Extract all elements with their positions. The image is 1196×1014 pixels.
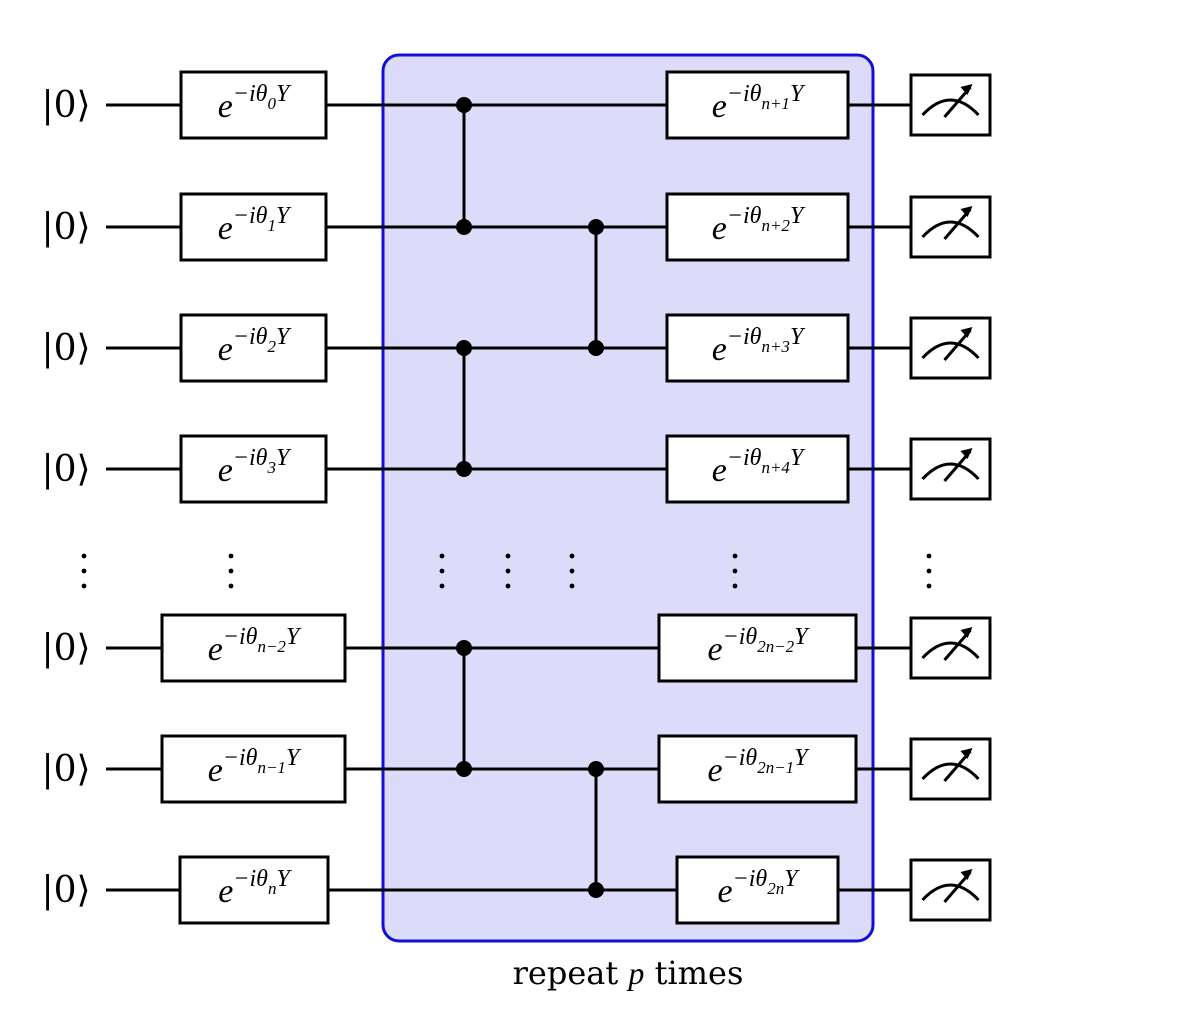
rotation-gate-label: e−iθn−1Y: [208, 745, 302, 789]
layer-rotation-gate-label: e−iθn+1Y: [712, 81, 806, 125]
rotation-gates: |0⟩ e−iθ0Y e−iθn+1Y |0⟩ e−iθ1Y e−iθn+2Y |0⟩ e−i…: [41, 70, 858, 925]
vertical-ellipsis: [926, 553, 932, 589]
control-dot: [588, 761, 604, 777]
control-dot: [588, 219, 604, 235]
layer-rotation-gate: [675, 855, 840, 925]
meter-icon: [909, 737, 992, 801]
rotation-gate: [179, 192, 328, 262]
rotation-gate: [179, 70, 328, 140]
meter-icon: [909, 437, 992, 501]
rotation-gate-label: e−iθ1Y: [218, 203, 292, 247]
vertical-ellipsis: [505, 553, 511, 589]
rotation-gate-label: e−iθ3Y: [218, 445, 292, 489]
vertical-ellipsis: [81, 553, 87, 589]
rotation-gate: [160, 734, 347, 804]
controlled-z-gate: [588, 219, 604, 356]
ket-zero-label: |0⟩: [41, 870, 90, 911]
ket-zero-label: |0⟩: [41, 85, 90, 126]
layer-rotation-gate: [657, 734, 858, 804]
layer-rotation-gate: [665, 192, 850, 262]
ket-zero-label: |0⟩: [41, 207, 90, 248]
rotation-gate: [179, 313, 328, 383]
vertical-ellipsis: [228, 553, 234, 589]
controlled-z-gate: [456, 340, 472, 477]
layer-rotation-gate: [657, 613, 858, 683]
control-dot: [588, 882, 604, 898]
ellipsis-row: [81, 553, 932, 589]
rotation-gate: [160, 613, 347, 683]
control-dot: [456, 219, 472, 235]
layer-rotation-gate-label: e−iθn+2Y: [712, 203, 806, 247]
layer-rotation-gate-label: e−iθ2nY: [717, 866, 800, 910]
layer-rotation-gate: [665, 70, 850, 140]
controlled-z-gate: [456, 97, 472, 235]
ket-zero-label: |0⟩: [41, 628, 90, 669]
vertical-ellipsis: [569, 553, 575, 589]
repeat-block: [381, 53, 875, 943]
rotation-gate: [179, 434, 328, 504]
rotation-gate-label: e−iθ0Y: [218, 81, 292, 125]
control-dot: [588, 340, 604, 356]
controlled-z-gate: [456, 640, 472, 777]
layer-rotation-gate-label: e−iθn+3Y: [712, 324, 806, 368]
layer-rotation-gate: [665, 313, 850, 383]
controlled-z-layer: [456, 97, 604, 898]
ket-zero-label: |0⟩: [41, 449, 90, 490]
rotation-gate-label: e−iθnY: [218, 866, 292, 910]
layer-rotation-gate-label: e−iθ2n−2Y: [707, 624, 810, 668]
meter-icon: [909, 616, 992, 680]
ket-zero-label: |0⟩: [41, 749, 90, 790]
repeat-caption: repeat p times: [513, 954, 744, 992]
vertical-ellipsis: [439, 553, 445, 589]
control-dot: [456, 761, 472, 777]
rotation-gate-label: e−iθ2Y: [218, 324, 292, 368]
layer-rotation-gate: [665, 434, 850, 504]
control-dot: [456, 640, 472, 656]
controlled-z-gate: [588, 761, 604, 898]
control-dot: [456, 97, 472, 113]
vertical-ellipsis: [732, 553, 738, 589]
control-dot: [456, 340, 472, 356]
control-dot: [456, 461, 472, 477]
meter-icon: [909, 316, 992, 380]
meter-icon: [909, 858, 992, 922]
layer-rotation-gate-label: e−iθn+4Y: [712, 445, 806, 489]
layer-rotation-gate-label: e−iθ2n−1Y: [707, 745, 810, 789]
meter-icon: [909, 73, 992, 137]
ket-zero-label: |0⟩: [41, 328, 90, 369]
measurements: [909, 73, 992, 922]
rotation-gate-label: e−iθn−2Y: [208, 624, 302, 668]
meter-icon: [909, 195, 992, 259]
rotation-gate: [178, 855, 330, 925]
